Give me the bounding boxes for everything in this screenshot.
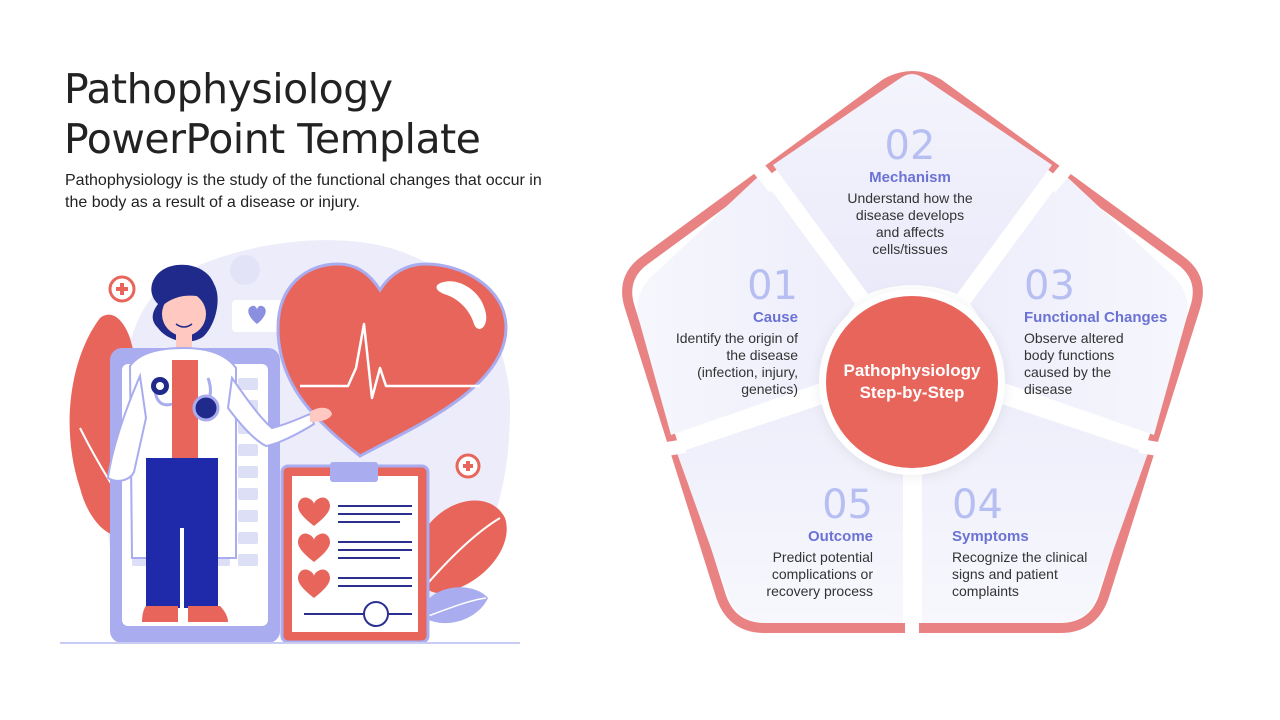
step-03-label: Functional Changes	[1024, 309, 1168, 326]
clipboard-icon	[280, 462, 430, 644]
slide-subtitle: Pathophysiology is the study of the func…	[65, 172, 542, 211]
segment-2-bg	[773, 74, 1052, 294]
step-02-label: Mechanism	[869, 169, 951, 186]
step-02-description: Understand how the disease develops and …	[847, 190, 973, 257]
plus-badge-icon	[108, 275, 136, 303]
step-01-number: 01	[747, 263, 798, 309]
step-05: 05 Outcome Predict potential complicatio…	[730, 483, 873, 600]
step-01: 01 Cause Identify the origin of the dise…	[640, 264, 798, 398]
step-05-description: Predict potential complications or recov…	[766, 549, 873, 599]
step-05-number: 05	[822, 482, 873, 528]
segment-3-bg	[970, 175, 1188, 435]
step-03: 03 Functional Changes Observe altered bo…	[1024, 264, 1194, 398]
title-line-2: PowerPoint Template	[64, 115, 481, 163]
step-02-number: 02	[884, 123, 936, 169]
step-01-label: Cause	[752, 309, 798, 326]
step-04-label: Symptoms	[952, 528, 1029, 545]
step-03-description: Observe altered body functions caused by…	[1024, 330, 1124, 397]
step-01-description: Identify the origin of the disease (infe…	[675, 330, 798, 397]
center-label-line-2: Step-by-Step	[859, 383, 965, 402]
step-05-label: Outcome	[807, 528, 873, 545]
segment-5-bg	[677, 398, 903, 623]
center-circle: Pathophysiology Step-by-Step	[826, 296, 998, 468]
center-label-line-1: Pathophysiology	[843, 361, 981, 380]
title-line-1: Pathophysiology	[64, 65, 393, 113]
doctor-illustration	[60, 228, 530, 658]
step-04-number: 04	[952, 482, 1003, 528]
step-02: 02 Mechanism Understand how the disease …	[830, 124, 990, 258]
segment-4-bg	[922, 398, 1148, 623]
segment-1-bg	[637, 175, 855, 435]
step-04: 04 Symptoms Recognize the clinical signs…	[952, 483, 1112, 600]
slide-title: Pathophysiology PowerPoint Template	[64, 64, 481, 164]
leaf-icon	[425, 587, 488, 624]
step-04-description: Recognize the clinical signs and patient…	[952, 549, 1088, 599]
step-03-number: 03	[1024, 263, 1075, 309]
heart-icon	[276, 262, 508, 458]
